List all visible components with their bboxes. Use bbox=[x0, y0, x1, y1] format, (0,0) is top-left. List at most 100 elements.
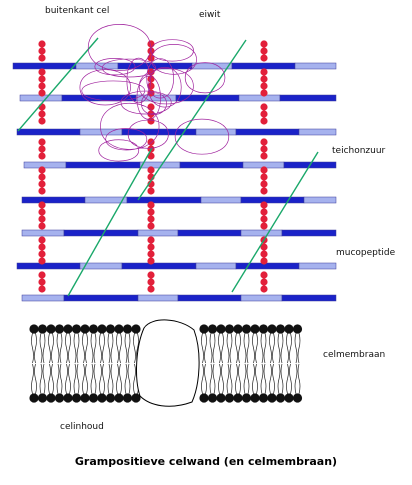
lipid-tail bbox=[73, 363, 77, 395]
lipid-head-inner bbox=[37, 393, 48, 403]
lipid-tail bbox=[277, 332, 281, 364]
lipid-tail bbox=[255, 363, 258, 395]
membrane-protein bbox=[136, 319, 200, 407]
teichoic-bead bbox=[260, 257, 268, 265]
teichoic-bead bbox=[260, 285, 268, 293]
lipid-tail bbox=[294, 332, 298, 364]
lipid-head-outer bbox=[105, 324, 116, 334]
peptidoglycan-segment bbox=[137, 229, 179, 237]
lipid-tail bbox=[34, 332, 37, 364]
teichoic-bead bbox=[38, 180, 46, 188]
peptidoglycan-segment bbox=[240, 294, 283, 302]
teichoic-bead bbox=[260, 187, 268, 195]
lipid-head-outer bbox=[29, 324, 39, 334]
teichoic-bead bbox=[38, 166, 46, 174]
teichoic-bead bbox=[38, 54, 46, 62]
lipid-head-outer bbox=[216, 324, 226, 334]
teichoic-bead bbox=[260, 215, 268, 223]
lipid-head-outer bbox=[114, 324, 124, 334]
lipid-head-inner bbox=[292, 393, 303, 403]
lipid-tail bbox=[243, 363, 247, 395]
lipid-tail bbox=[127, 332, 131, 364]
teichoic-bead bbox=[38, 201, 46, 209]
peptidoglycan-segment bbox=[21, 196, 86, 204]
lipid-head-inner bbox=[131, 393, 141, 403]
lipid-tail bbox=[246, 363, 250, 395]
lipid-tail bbox=[85, 363, 88, 395]
lipid-head-inner bbox=[224, 393, 235, 403]
teichoic-bead bbox=[38, 250, 46, 258]
teichoic-bead bbox=[260, 54, 268, 62]
lipid-tail bbox=[82, 363, 85, 395]
lipid-tail bbox=[102, 332, 105, 364]
lipid-tail bbox=[235, 332, 238, 364]
teichoic-bead bbox=[260, 271, 268, 279]
green-diagonal-line bbox=[67, 147, 153, 297]
lipid-tail bbox=[59, 332, 63, 364]
lipid-tail bbox=[110, 332, 114, 364]
lipid-tail bbox=[82, 332, 85, 364]
peptidoglycan-segment bbox=[21, 229, 65, 237]
peptidoglycan-segment bbox=[298, 262, 337, 270]
protein-loops bbox=[79, 24, 230, 162]
peptidoglycan-segment bbox=[16, 128, 81, 136]
peptidoglycan-segment bbox=[179, 161, 244, 169]
lipid-tail bbox=[263, 332, 267, 364]
teichoic-bead bbox=[260, 250, 268, 258]
teichoic-bead bbox=[147, 278, 155, 286]
lipid-tail bbox=[260, 332, 264, 364]
peptidoglycan-segment bbox=[177, 229, 242, 237]
lipid-tail bbox=[238, 332, 241, 364]
teichoic-bead bbox=[260, 89, 268, 97]
lipid-tail bbox=[289, 363, 292, 395]
lipid-tail bbox=[116, 363, 119, 395]
teichoic-bead bbox=[38, 47, 46, 55]
peptidoglycan-segment bbox=[294, 62, 337, 70]
label-protein: eiwit bbox=[199, 10, 221, 20]
peptidoglycan-segment bbox=[195, 128, 237, 136]
teichoic-bead bbox=[260, 110, 268, 118]
lipid-tail bbox=[48, 363, 51, 395]
teichoic-bead bbox=[147, 166, 155, 174]
lipid-tail bbox=[263, 363, 267, 395]
lipid-tail bbox=[39, 363, 43, 395]
lipid-head-inner bbox=[105, 393, 116, 403]
peptidoglycan-segment bbox=[12, 62, 77, 70]
peptidoglycan-segment bbox=[281, 294, 337, 302]
diagram-caption: Grampositieve celwand (en celmembraan) bbox=[74, 455, 338, 468]
lipid-tail bbox=[209, 363, 213, 395]
lipid-tail bbox=[65, 363, 68, 395]
teichoic-bead bbox=[38, 82, 46, 90]
lipid-head-inner bbox=[88, 393, 99, 403]
lipid-tail bbox=[107, 363, 111, 395]
peptidoglycan-segment bbox=[235, 128, 300, 136]
lipid-head-outer bbox=[207, 324, 218, 334]
lipid-tail bbox=[280, 363, 284, 395]
lipid-tail bbox=[204, 363, 207, 395]
lipid-tail bbox=[238, 363, 241, 395]
teichoic-bead bbox=[147, 271, 155, 279]
teichoic-bead bbox=[38, 89, 46, 97]
lipid-tail bbox=[204, 332, 207, 364]
peptidoglycan-layers bbox=[12, 62, 337, 302]
green-diagonal-line bbox=[17, 37, 99, 132]
teichoic-bead bbox=[147, 243, 155, 251]
peptidoglycan-segment bbox=[231, 62, 296, 70]
lipid-tail bbox=[229, 363, 233, 395]
lipid-tail bbox=[201, 363, 204, 395]
lipid-tail bbox=[73, 332, 77, 364]
lipid-head-inner bbox=[71, 393, 82, 403]
teichoic-bead bbox=[260, 40, 268, 48]
teichoic-bead bbox=[38, 152, 46, 160]
protein-scribble bbox=[79, 24, 230, 162]
lipid-head-outer bbox=[199, 324, 209, 334]
teichoic-bead bbox=[147, 222, 155, 230]
peptidoglycan-segment bbox=[200, 196, 242, 204]
lipid-head-outer bbox=[122, 324, 133, 334]
teichoic-bead bbox=[38, 40, 46, 48]
lipid-tail bbox=[42, 363, 46, 395]
teichoic-bead bbox=[38, 278, 46, 286]
lipid-tail bbox=[133, 332, 136, 364]
peptidoglycan-segment bbox=[240, 229, 283, 237]
